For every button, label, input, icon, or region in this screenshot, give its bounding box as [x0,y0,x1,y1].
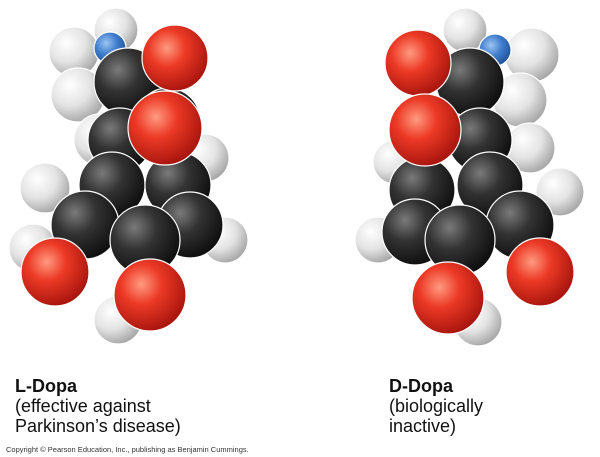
hydrogen-atom [535,167,585,217]
hydrogen-atom [19,162,71,214]
oxygen-atom [411,261,485,335]
d-dopa-caption: D-Dopa (biologically inactive) [389,376,483,436]
l-dopa-molecule-model [8,7,249,345]
oxygen-atom [141,24,209,92]
d-dopa-molecule-model [354,7,585,347]
d-dopa-title: D-Dopa [389,376,453,396]
oxygen-atom [388,93,462,167]
oxygen-atom [20,237,90,307]
oxygen-atom [505,237,575,307]
oxygen-atom [113,258,187,332]
d-dopa-note-line-2: inactive) [389,416,457,436]
oxygen-atom [127,90,203,166]
l-dopa-title: L-Dopa [15,376,77,396]
oxygen-atom [384,29,452,97]
d-dopa-note-line-1: (biologically [389,396,484,416]
l-dopa-note-line-2: Parkinson’s disease) [15,416,181,436]
copyright-notice: Copyright © Pearson Education, Inc., pub… [6,445,249,454]
l-dopa-note-line-1: (effective against [15,396,151,416]
l-dopa-caption: L-Dopa (effective against Parkinson’s di… [15,376,181,436]
